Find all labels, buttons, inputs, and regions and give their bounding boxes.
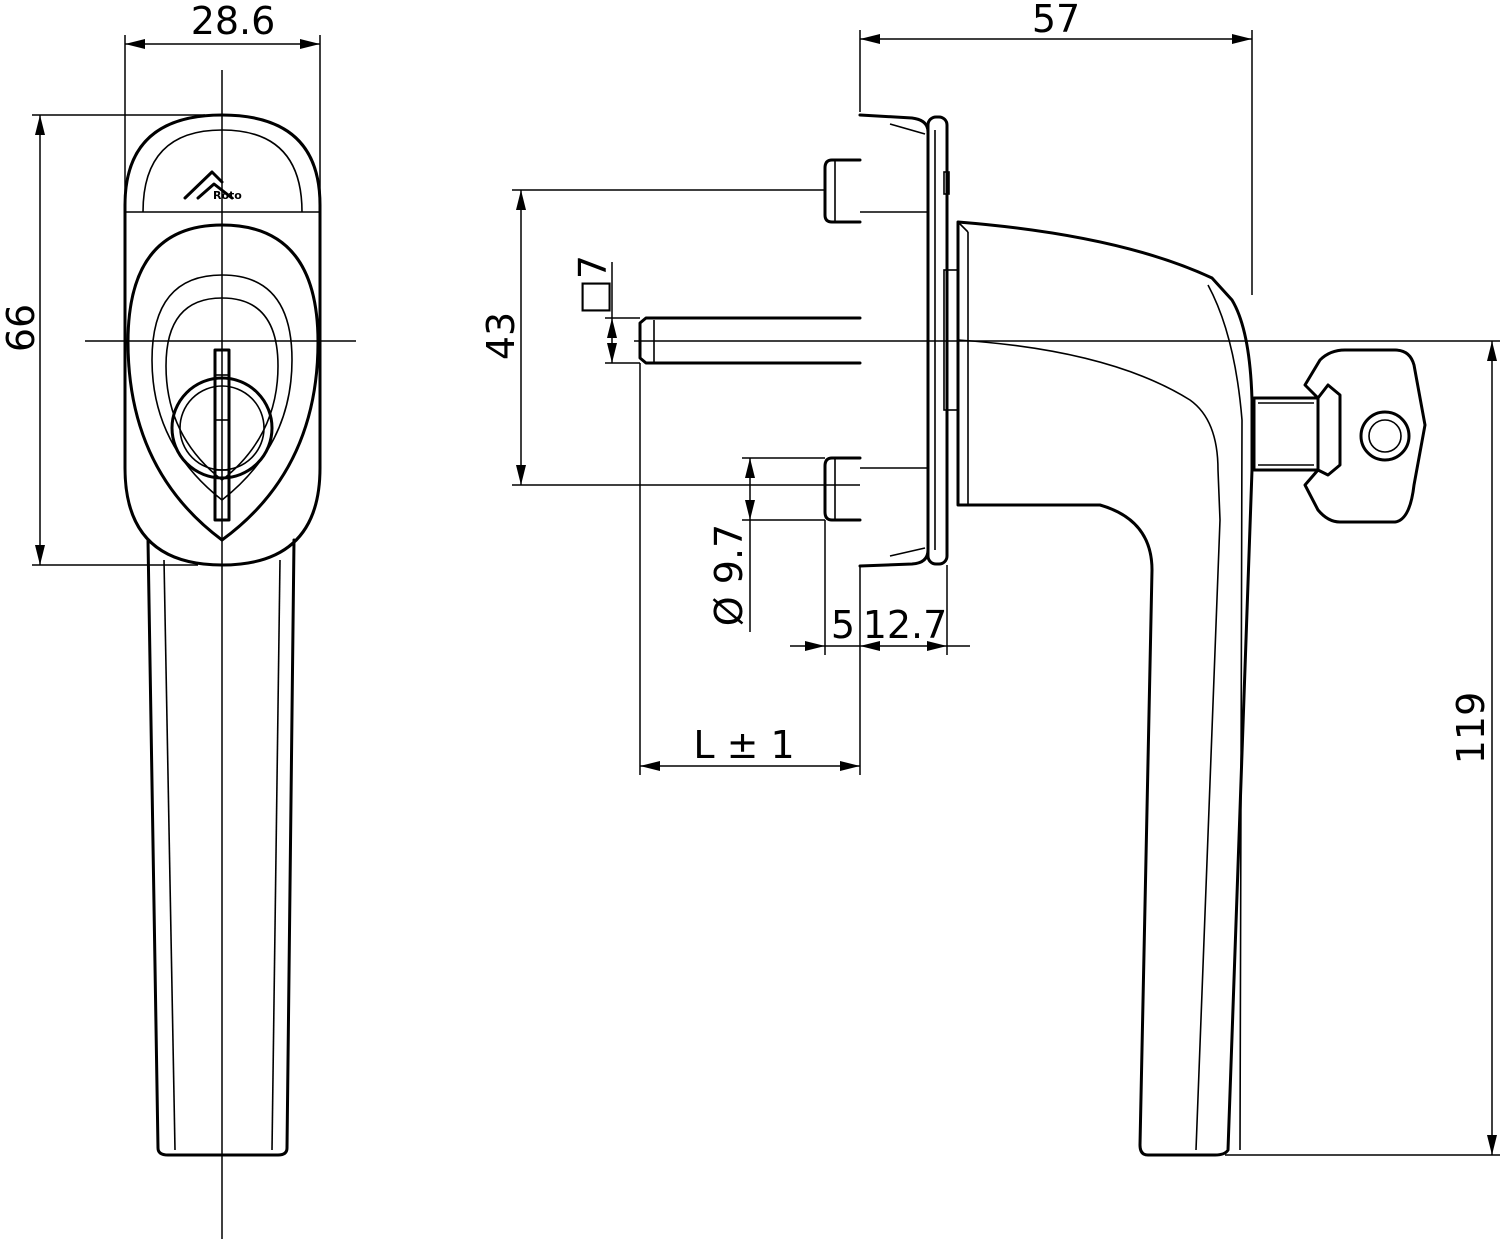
logo-text: Roto: [213, 189, 242, 202]
offset-5-label: 5: [831, 603, 855, 647]
roto-logo-icon: Roto: [183, 170, 242, 202]
rosette-outline: [123, 113, 322, 567]
front-view: Roto: [85, 70, 356, 1239]
spindle-size-label: □7: [571, 255, 615, 315]
boss-diameter-label: Ø 9.7: [707, 524, 751, 626]
depth-dimension-label: 57: [1032, 0, 1080, 41]
side-dimensions: 57 43 □7 Ø 9.7 5 12.7: [479, 0, 1500, 1156]
height-dimension-label: 66: [0, 304, 43, 352]
handle-lever-side: [956, 220, 1254, 1157]
lock-housing-inner: [165, 297, 279, 482]
rosette-side-bottom-detail: [889, 547, 926, 557]
screw-spacing-label: 43: [479, 312, 523, 360]
handle-lever-front: [146, 538, 296, 1157]
lever-side-ridge: [1207, 284, 1243, 1151]
side-view: [634, 113, 1500, 1157]
lever-ridge-right: [271, 559, 281, 1151]
upper-screw-boss: [823, 158, 862, 224]
handle-height-label: 119: [1449, 692, 1493, 765]
rosette-side-top-detail: [889, 123, 926, 135]
handle-neck: [126, 223, 320, 542]
lever-ridge-left: [163, 559, 176, 1151]
offset-12-7-label: 12.7: [863, 603, 948, 647]
front-dimensions: 28.6 66: [0, 0, 321, 566]
spindle-length-label: L ± 1: [693, 723, 794, 767]
width-dimension-label: 28.6: [191, 0, 276, 43]
key-icon: [1252, 348, 1427, 524]
lower-screw-boss: [823, 456, 862, 522]
lever-side-top-line: [957, 339, 1221, 1151]
